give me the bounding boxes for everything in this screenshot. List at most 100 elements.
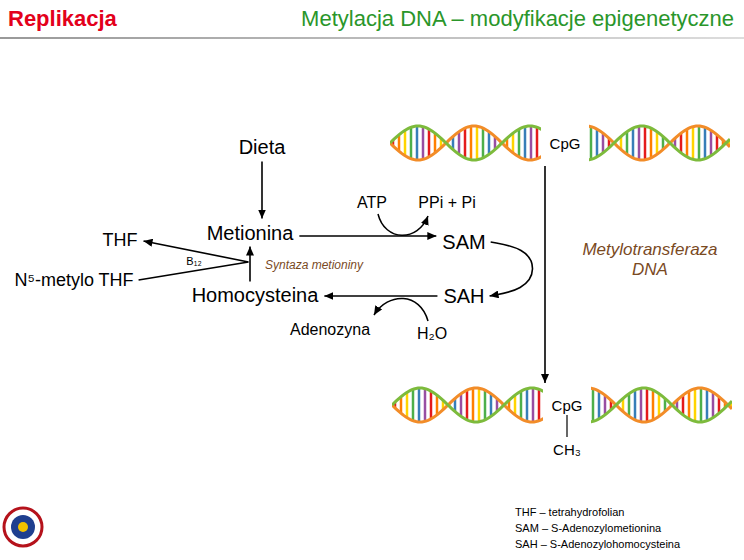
methyl-bond xyxy=(566,415,567,437)
metabolite: N⁵-metylo THF xyxy=(11,268,136,293)
reaction-arrow xyxy=(324,295,437,297)
base-pair xyxy=(488,132,491,155)
base-pair xyxy=(682,395,685,415)
abbreviation-note: SAM – S-Adenozylometionina xyxy=(515,522,661,534)
base-pair xyxy=(656,132,659,155)
base-pair xyxy=(680,133,683,153)
base-pair xyxy=(652,390,655,420)
abbreviation-note: SAH – S-Adenozylohomocysteina xyxy=(515,538,680,550)
diet-source: Dieta xyxy=(236,134,289,161)
slide-title: Metylacja DNA – modyfikacje epigenetyczn… xyxy=(301,6,734,32)
base-pair xyxy=(634,390,637,420)
base-pair xyxy=(434,133,437,153)
reaction-arrow xyxy=(261,162,263,219)
cofactor: ATP xyxy=(357,194,387,212)
base-pair xyxy=(686,129,689,157)
base-pair xyxy=(644,126,647,160)
base-pair xyxy=(706,389,709,420)
metabolite: SAM xyxy=(439,229,488,256)
base-pair xyxy=(466,390,469,420)
base-pair xyxy=(514,395,517,415)
section-name: Replikacja xyxy=(8,6,117,32)
base-pair xyxy=(482,128,485,158)
reaction-arrow xyxy=(490,242,533,296)
base-pair xyxy=(694,389,697,422)
water-branch xyxy=(374,298,428,321)
base-pair xyxy=(416,126,419,160)
base-pair xyxy=(536,127,539,158)
dna-helix: CpG xyxy=(390,123,730,163)
abbreviation-note: THF – tetrahydrofolian xyxy=(515,506,624,518)
atp-branch xyxy=(378,214,428,235)
base-pair xyxy=(710,130,713,155)
base-pair xyxy=(626,132,629,155)
base-pair xyxy=(422,127,425,160)
reaction-arrow xyxy=(544,166,546,383)
base-pair xyxy=(436,395,439,415)
base-pair xyxy=(538,389,541,420)
metabolite-name: SAM xyxy=(442,231,485,254)
base-pair xyxy=(698,126,701,160)
base-pair xyxy=(490,394,493,417)
reaction-arrow xyxy=(249,247,251,282)
metabolite: THF xyxy=(100,228,141,253)
enzyme-name: Metylotransferaza DNA xyxy=(575,240,725,280)
metabolite: Metionina xyxy=(204,220,297,247)
helix-gap xyxy=(541,123,589,163)
reactant: H₂O xyxy=(417,325,447,343)
base-pair xyxy=(530,126,533,160)
byproduct: Adenozyna xyxy=(290,321,370,339)
base-pair xyxy=(460,394,463,417)
base-pair xyxy=(628,394,631,417)
base-pair xyxy=(458,132,461,155)
base-pair xyxy=(476,126,479,160)
base-pair xyxy=(592,389,595,422)
base-pair xyxy=(598,391,601,419)
base-pair xyxy=(404,130,407,155)
header-rule xyxy=(0,37,744,39)
base-pair xyxy=(428,129,431,157)
base-pair xyxy=(700,388,703,422)
methyl-group: CH₃ xyxy=(551,441,583,458)
metabolite-name: Metionina xyxy=(207,222,294,245)
metabolite-name: N⁵-metylo THF xyxy=(14,270,133,291)
metabolite-name: Dieta xyxy=(239,136,286,159)
metabolite: SAH xyxy=(440,283,487,310)
cpg-site: CpG xyxy=(548,135,583,152)
university-logo xyxy=(4,508,42,546)
vitamin: B₁₂ xyxy=(186,255,201,267)
base-pair xyxy=(410,127,413,158)
base-pair xyxy=(524,127,527,160)
base-pair xyxy=(418,388,421,422)
base-pair xyxy=(406,392,409,417)
base-pair xyxy=(478,388,481,422)
base-pair xyxy=(688,391,691,419)
reaction-arrow xyxy=(139,241,249,280)
base-pair xyxy=(602,133,605,153)
metabolite-name: Homocysteina xyxy=(192,284,319,307)
base-pair xyxy=(518,129,521,157)
base-pair xyxy=(640,388,643,422)
base-pair xyxy=(712,392,715,417)
base-pair xyxy=(412,389,415,420)
metabolite-name: THF xyxy=(103,230,138,251)
base-pair xyxy=(646,388,649,422)
base-pair xyxy=(472,388,475,422)
base-pair xyxy=(658,394,661,417)
base-pair xyxy=(520,391,523,419)
methylated-dna-helix: CpGCH₃ xyxy=(392,385,732,463)
byproduct: PPi + Pi xyxy=(418,194,475,212)
base-pair xyxy=(704,127,707,158)
base-pair xyxy=(596,129,599,157)
base-pair xyxy=(430,391,433,419)
base-pair xyxy=(638,126,641,160)
base-pair xyxy=(526,389,529,422)
reaction-arrow xyxy=(299,235,436,237)
metabolite-name: SAH xyxy=(443,285,484,308)
base-pair xyxy=(532,388,535,422)
base-pair xyxy=(512,133,515,153)
base-pair xyxy=(464,128,467,158)
metabolite: Homocysteina xyxy=(189,282,322,309)
base-pair xyxy=(692,127,695,160)
